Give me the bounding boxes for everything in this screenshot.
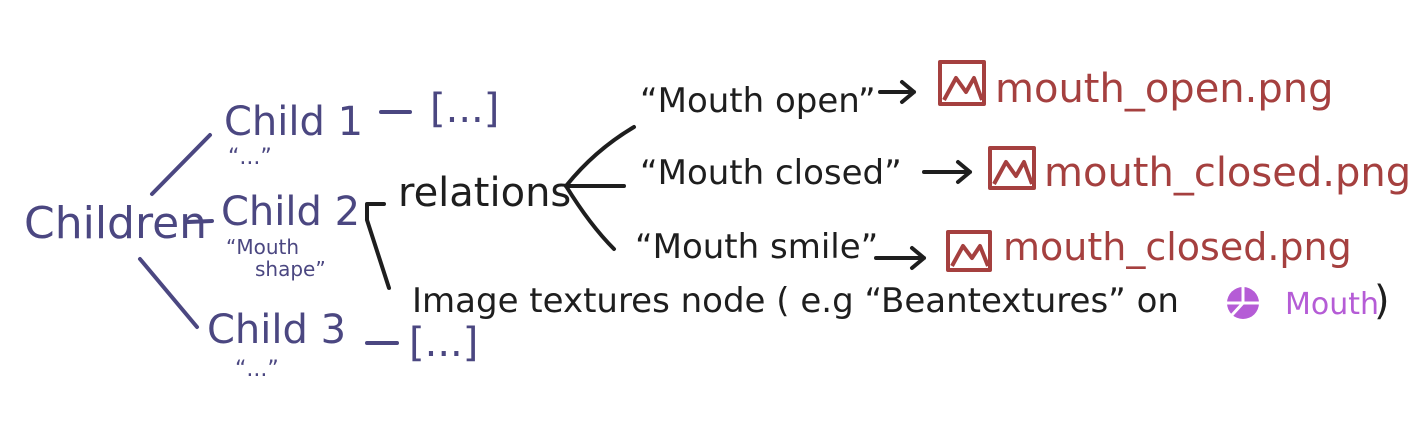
relation-label-open: “Mouth open”	[640, 81, 876, 121]
child1-label: Child 1	[224, 99, 363, 145]
child1-target: [...]	[430, 86, 499, 132]
arrow-smile	[874, 246, 926, 270]
node-circle-icon	[1227, 287, 1259, 319]
arrow-open	[878, 80, 916, 104]
file-name-open: mouth_open.png	[995, 66, 1334, 112]
image-file-icon	[988, 146, 1036, 190]
relation-label-closed: “Mouth closed”	[640, 153, 902, 193]
textures-node-close-paren: )	[1374, 278, 1390, 324]
connector-root-child1	[150, 133, 212, 196]
textures-node-text: Image textures node ( e.g “Beantextures”…	[412, 281, 1179, 321]
arrow-closed	[922, 160, 972, 184]
child3-sublabel: “...”	[235, 357, 279, 382]
child1-sublabel: “...”	[228, 145, 272, 170]
child3-target: [...]	[409, 320, 478, 366]
child2-sublabel-line2: shape”	[255, 257, 326, 281]
root-label: Children	[24, 198, 207, 249]
child2-bracket	[365, 202, 391, 290]
image-file-icon	[938, 60, 986, 106]
connector-root-child3	[138, 257, 199, 329]
relation-label-smile: “Mouth smile”	[635, 227, 878, 267]
relations-fork-top	[564, 125, 636, 188]
file-name-closed: mouth_closed.png	[1044, 150, 1411, 196]
child2-sublabel-line1: “Mouth	[226, 235, 299, 259]
relations-fork-bottom	[564, 184, 616, 251]
child3-label: Child 3	[207, 307, 346, 353]
relations-label: relations	[398, 170, 571, 216]
textures-node-name: Mouth	[1285, 287, 1379, 322]
connector-root-child2	[186, 219, 214, 224]
file-name-smile: mouth_closed.png	[1003, 225, 1352, 269]
image-file-icon	[946, 230, 992, 272]
child2-label: Child 2	[221, 189, 360, 235]
